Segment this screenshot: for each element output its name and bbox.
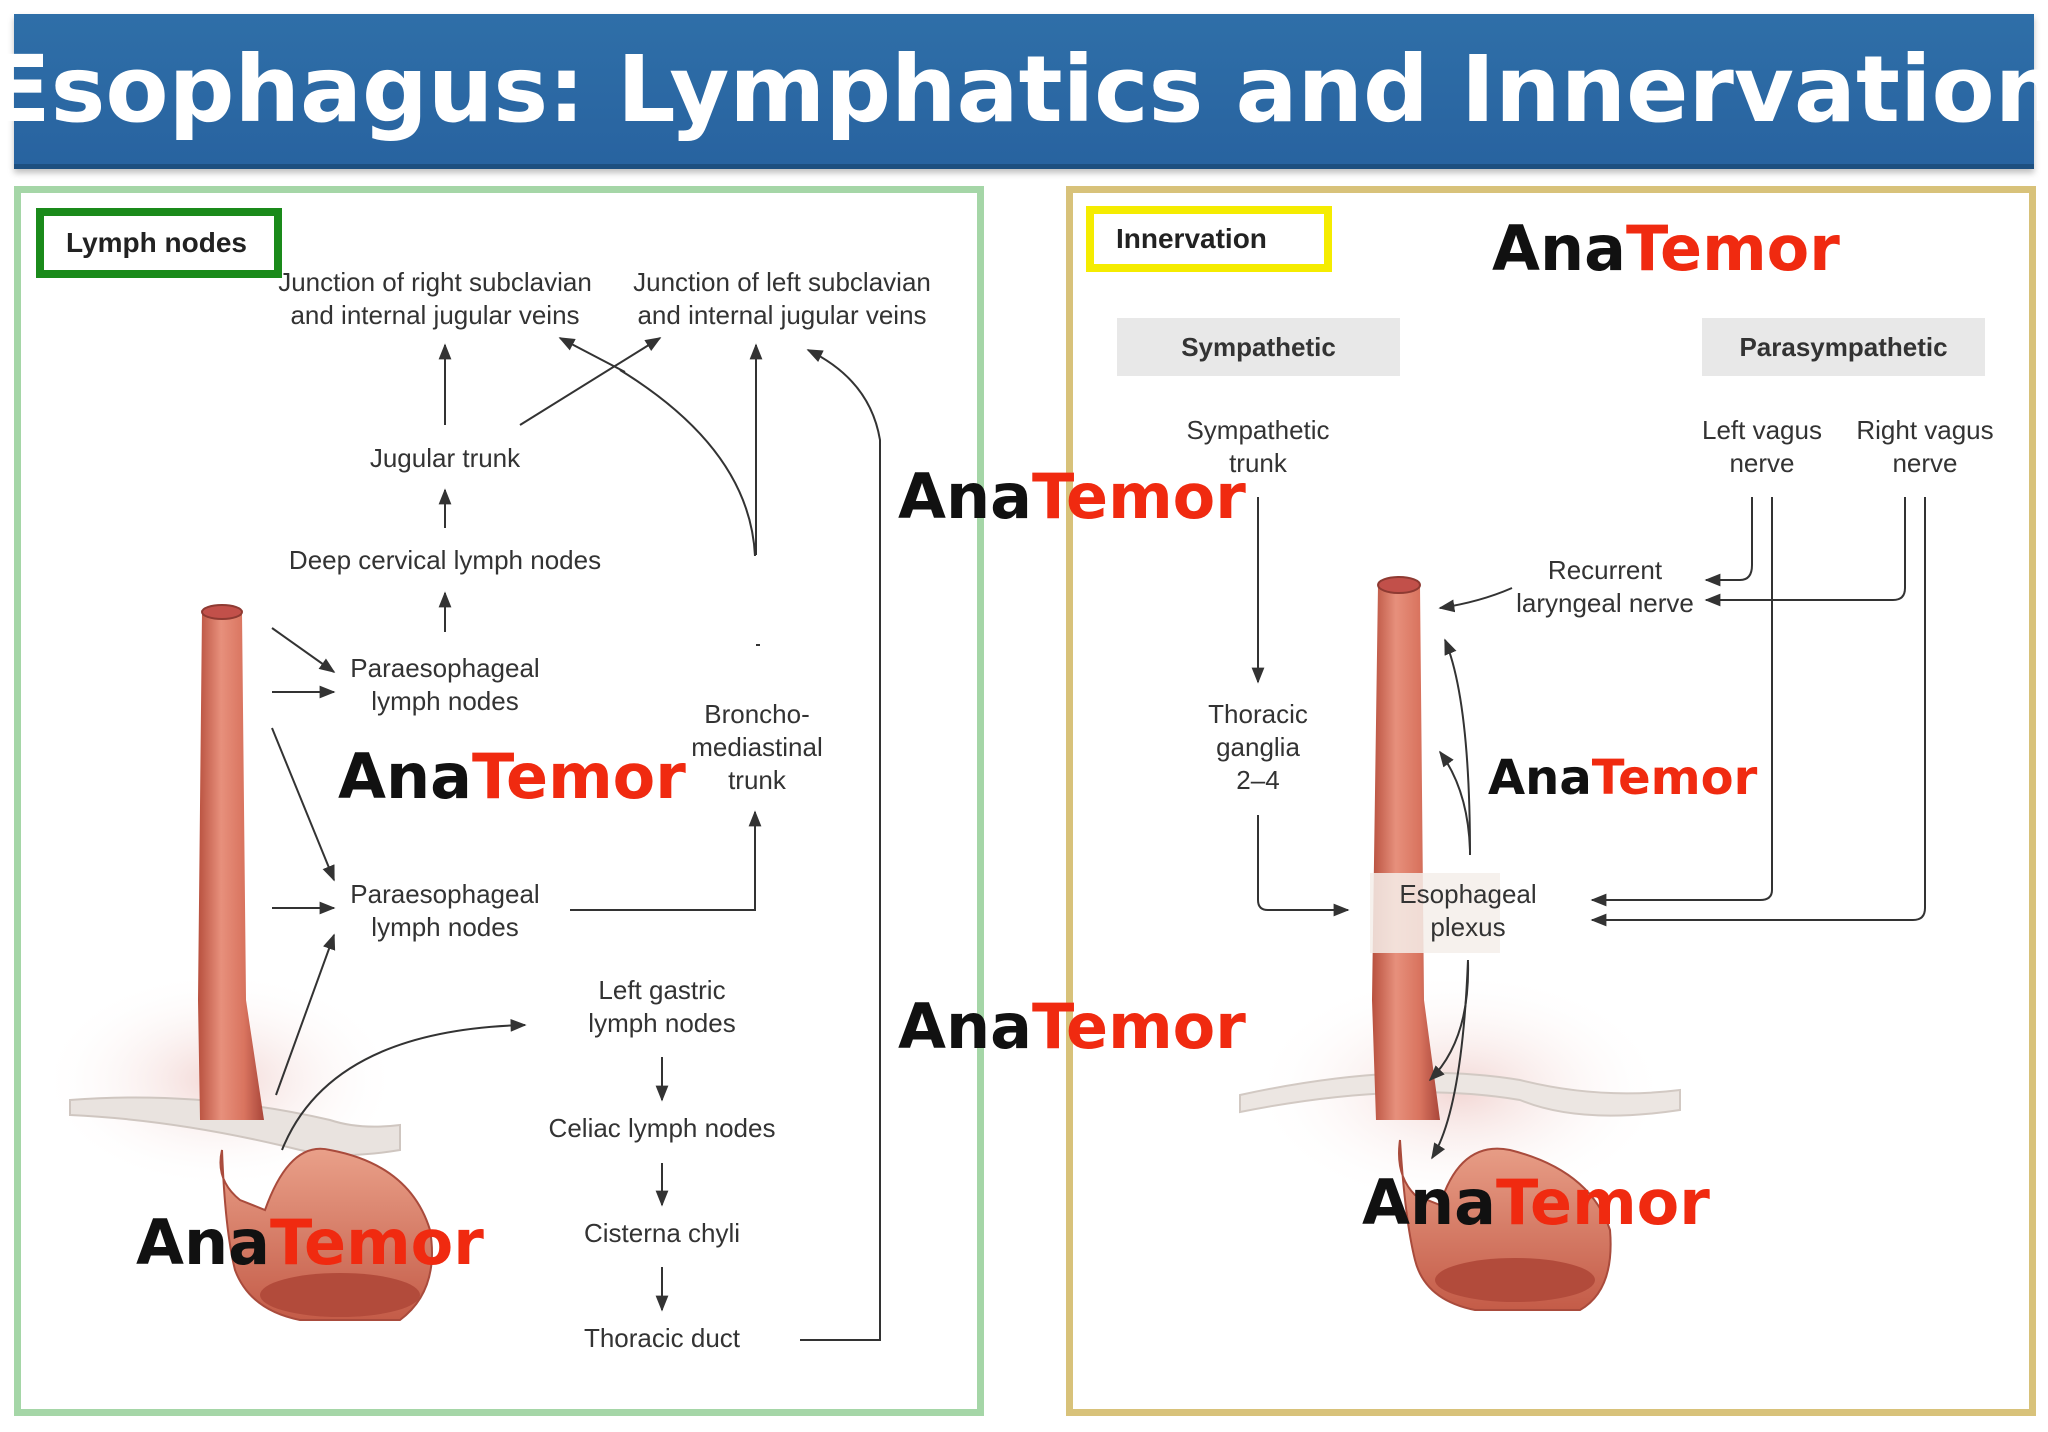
- sympathetic-header-label: Sympathetic: [1181, 331, 1336, 362]
- esophagus-illustration-right: [1239, 576, 1681, 1311]
- label-celiac: Celiac lymph nodes: [548, 1113, 776, 1143]
- lymph-nodes-tag: Lymph nodes: [36, 208, 282, 278]
- label-junction-left: Junction of left subclavian and internal…: [633, 267, 931, 330]
- lymph-nodes-tag-label: Lymph nodes: [66, 227, 247, 258]
- innervation-panel: [1066, 186, 2036, 1416]
- label-right-vagus: Right vagus nerve: [1856, 415, 1994, 478]
- label-deep-cervical: Deep cervical lymph nodes: [288, 545, 602, 575]
- watermark: AnaTemor: [1488, 750, 1758, 806]
- page-title: Esophagus: Lymphatics and Innervation: [0, 35, 2048, 143]
- label-thoracic-ganglia: Thoracic ganglia 2–4: [1208, 699, 1308, 795]
- label-bronchomediastinal: Broncho- mediastinal trunk: [691, 699, 823, 795]
- parasympathetic-header-label: Parasympathetic: [1739, 331, 1948, 362]
- parasympathetic-header: Parasympathetic: [1702, 318, 1985, 376]
- innervation-arrows: [1251, 497, 1926, 1160]
- watermark: AnaTemor: [1492, 212, 1840, 285]
- title-banner: Esophagus: Lymphatics and Innervation: [0, 14, 2048, 169]
- watermark: AnaTemor: [898, 990, 1246, 1063]
- innervation-tag: Innervation: [1086, 206, 1332, 272]
- label-paraesophageal-upper: Paraesophageal lymph nodes: [350, 653, 540, 716]
- label-left-vagus: Left vagus nerve: [1702, 415, 1822, 478]
- watermark: AnaTemor: [898, 460, 1246, 533]
- innervation-tag-label: Innervation: [1116, 223, 1267, 254]
- watermark: AnaTemor: [1362, 1166, 1710, 1239]
- label-sympathetic-trunk: Sympathetic trunk: [1186, 415, 1330, 478]
- sympathetic-header: Sympathetic: [1117, 318, 1400, 376]
- esophagus-illustration-left: [40, 604, 433, 1321]
- lymph-nodes-panel: [14, 186, 984, 1416]
- watermark: AnaTemor: [136, 1206, 484, 1279]
- watermark: AnaTemor: [338, 740, 686, 813]
- label-paraesophageal-lower: Paraesophageal lymph nodes: [350, 879, 540, 942]
- label-left-gastric: Left gastric lymph nodes: [588, 975, 736, 1038]
- label-esophageal-plexus: Esophageal plexus: [1399, 879, 1537, 942]
- lymph-arrows: [271, 337, 881, 1341]
- label-jugular-trunk: Jugular trunk: [369, 443, 521, 473]
- label-cisterna-chyli: Cisterna chyli: [583, 1218, 741, 1248]
- label-recurrent-laryngeal: Recurrent laryngeal nerve: [1516, 555, 1694, 618]
- label-junction-right: Junction of right subclavian and interna…: [278, 267, 592, 330]
- label-thoracic-duct: Thoracic duct: [583, 1323, 741, 1353]
